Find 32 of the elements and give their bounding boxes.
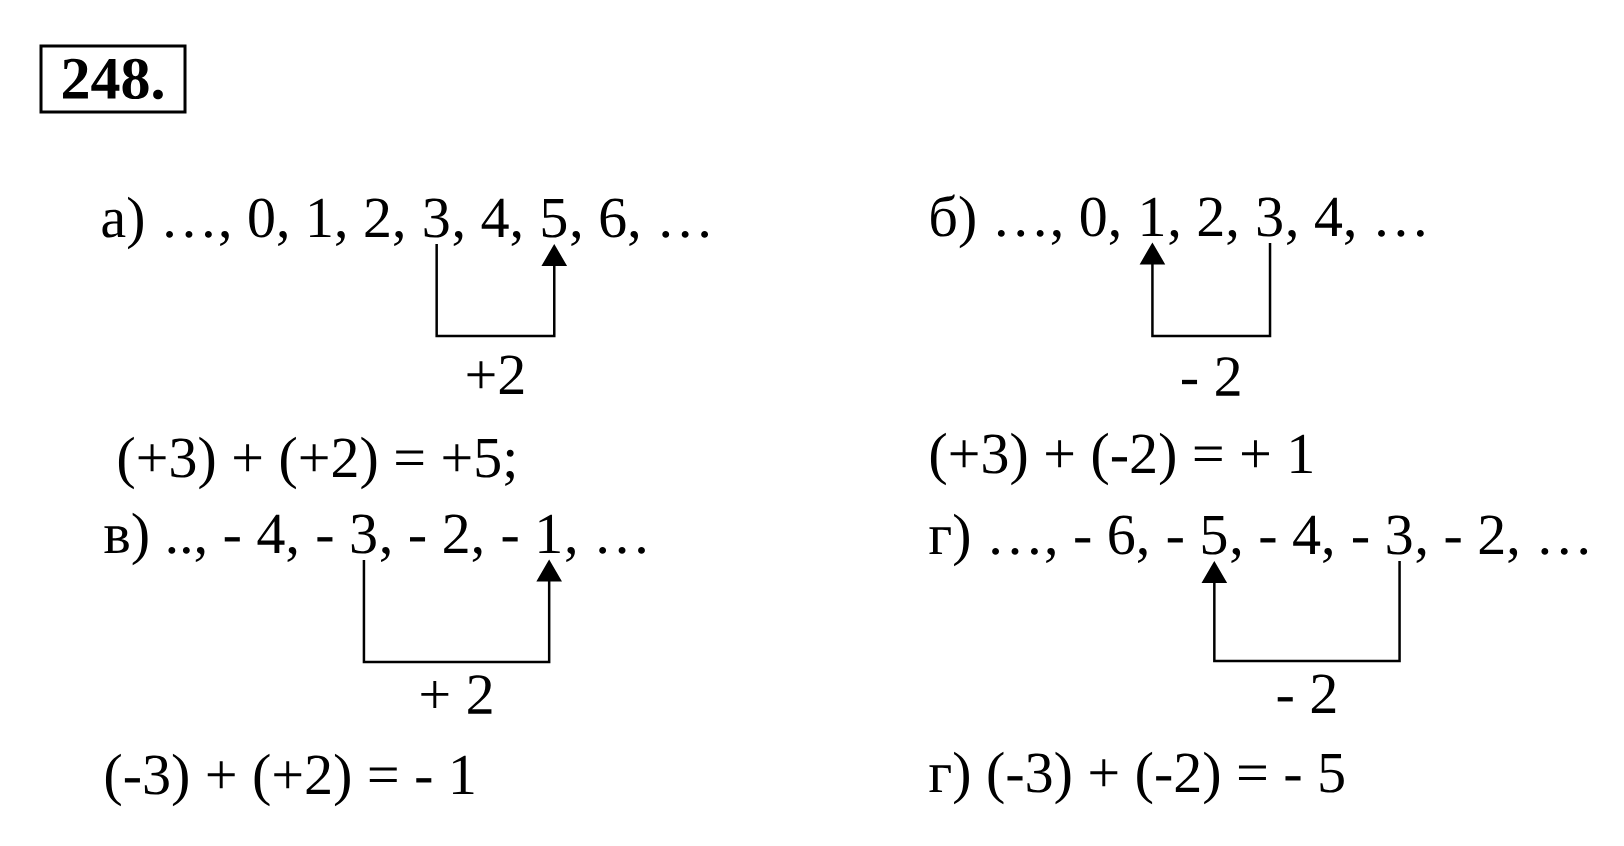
sequence-number: 5	[542, 199, 567, 238]
step-label: - 2	[1177, 355, 1245, 398]
sequence-text: , - 2, …	[1416, 515, 1588, 563]
equation-text: (+3) + (+2) = +5;	[118, 436, 514, 490]
sequence-text: г) …, - 6,	[929, 513, 1147, 567]
step-label: +2	[462, 353, 529, 396]
step-label: - 2	[1273, 672, 1341, 715]
sequence-number: 1	[1142, 197, 1164, 236]
sequence-text: , 4, …	[1287, 197, 1424, 245]
equation-text: г) (-3) + (-2) = - 5	[929, 751, 1344, 805]
equation-text: (+3) + (-2) = + 1	[930, 432, 1312, 486]
sequence-number: - 1	[502, 514, 560, 553]
bracket-arrow	[1201, 560, 1401, 663]
sequence-number: - 5	[1167, 516, 1227, 555]
sequence-text: , - 2,	[381, 514, 482, 562]
equation-text: (-3) + (+2) = - 1	[105, 753, 474, 807]
sequence-text: , 4,	[453, 198, 521, 246]
sequence-text: , …	[566, 547, 645, 562]
sequence-number: 3	[1257, 197, 1282, 237]
sequence-text: в) .., - 4,	[104, 512, 297, 566]
bracket-arrow	[362, 559, 562, 664]
sequence-text: , 6, …	[571, 198, 708, 246]
sequence-text: а) …, 0, 1, 2,	[102, 196, 403, 250]
number-box: 248.	[39, 44, 187, 114]
sequence-text: б) …, 0,	[931, 194, 1119, 249]
step-label: + 2	[416, 673, 497, 716]
sequence-number: 3	[424, 198, 449, 238]
sequence-number: - 3	[1353, 515, 1412, 555]
sequence-text: , - 4,	[1231, 515, 1332, 563]
sequence-number: - 3	[317, 514, 376, 554]
sequence-text: , 2,	[1169, 197, 1237, 245]
bracket-arrow	[1139, 242, 1272, 338]
